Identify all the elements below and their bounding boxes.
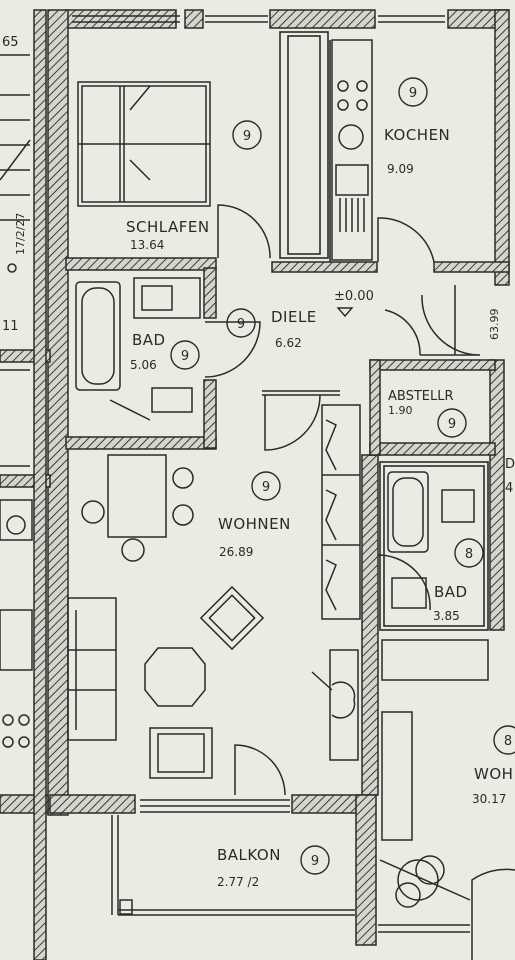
level-marker-diele [226,308,256,338]
room-name-diele: DIELE [271,308,317,326]
level-marker-schlafen [232,120,262,150]
right-edge-d: D [505,457,515,472]
level-schlafen: 9 [243,129,251,144]
room-area-neighbor: 30.17 [472,792,506,806]
wohnen-furniture [67,404,361,779]
room-name-schlafen: SCHLAFEN [126,218,210,236]
labels: 9 SCHLAFEN 13.64 9 KOCHEN 9.09 9 DIELE 6… [2,35,515,889]
level-diele: 9 [237,317,245,332]
bed [77,81,211,207]
level-abstell: 9 [448,417,456,432]
level-bad2: 8 [465,547,473,562]
left-edge-mid: 11 [2,319,19,334]
level-bad1: 9 [181,349,189,364]
doors [204,204,481,796]
left-edge-top: 65 [2,35,19,50]
kitchen-counter [331,39,373,261]
room-area-kochen: 9.09 [387,162,414,176]
level-marker-wohnen [251,471,281,501]
level-marker-bad2 [454,538,484,568]
level-neighbor: 8 [504,734,512,749]
room-name-balkon: BALKON [217,846,281,864]
room-name-neighbor: WOH [474,765,513,783]
left-edge-dims: 17/2/27 [14,213,27,255]
room-area-diele: 6.62 [275,336,302,350]
level-marker-neighbor [493,725,515,755]
level-marker-bad1 [170,340,200,370]
left-unit [0,54,33,748]
windows [72,15,445,813]
room-area-bad2: 3.85 [433,609,460,623]
partitions [262,31,489,631]
elevation-label: ±0.00 [334,289,374,304]
level-marker-balkon [300,845,330,875]
level-marker-kochen [398,77,428,107]
room-area-balkon: 2.77 /2 [217,875,259,889]
room-name-bad1: BAD [132,331,166,349]
level-wohnen: 9 [262,480,270,495]
room-name-abstell: ABSTELLR [388,389,454,404]
room-area-schlafen: 13.64 [130,238,164,252]
bad2-fixtures [387,471,475,609]
elevation-triangle [336,307,354,318]
right-edge-4: 4 [505,481,513,496]
balcony [111,815,355,916]
room-name-bad2: BAD [434,583,468,601]
level-balkon: 9 [311,854,319,869]
dimension-right: 63.99 [488,309,501,341]
room-area-wohnen: 26.89 [219,545,253,559]
room-area-abstell: 1.90 [388,404,413,417]
room-area-bad1: 5.06 [130,358,157,372]
level-marker-abstell [437,408,467,438]
level-markers [170,77,515,875]
level-kochen: 9 [409,86,417,101]
walls [0,9,510,960]
room-name-wohnen: WOHNEN [218,515,291,533]
room-name-kochen: KOCHEN [384,126,450,144]
neighbor-unit [378,639,515,960]
bad1-fixtures [75,277,201,421]
